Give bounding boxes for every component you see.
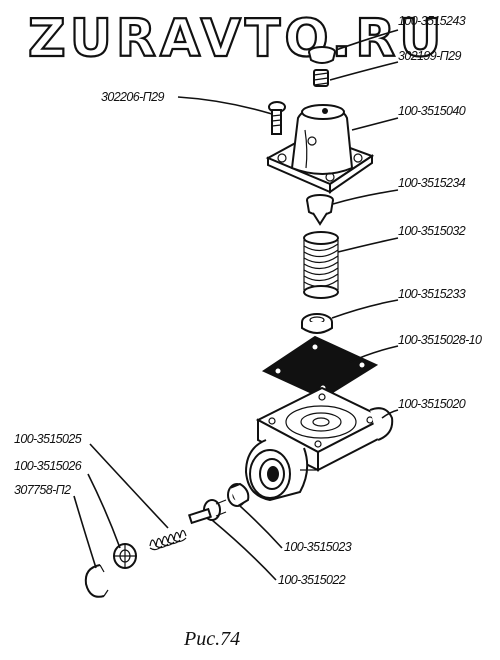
part-small-spring: [149, 529, 187, 551]
label-large-spring: 100-3515032: [398, 224, 466, 238]
watermark: ZURAVTO.RU: [28, 9, 445, 69]
part-body: [244, 386, 394, 502]
part-plunger: [187, 499, 227, 525]
part-upper-cover: [265, 104, 375, 194]
part-diaphragm: [261, 335, 379, 400]
label-small-spring: 100-3515025: [14, 432, 82, 446]
label-nut: 100-3515023: [284, 540, 352, 554]
part-set-screw: [313, 69, 329, 87]
label-circlip: 307758-П2: [14, 483, 71, 497]
part-valve: [306, 194, 334, 226]
part-large-spring: [303, 231, 339, 299]
label-body: 100-3515020: [398, 397, 466, 411]
callout-labels: 100-3515243 302199-П29 302206-П29 100-35…: [14, 14, 483, 587]
label-plunger: 100-3515022: [278, 573, 346, 587]
part-nut: [227, 482, 250, 507]
leader-lines: [73, 29, 399, 581]
label-cap: 100-3515243: [398, 14, 466, 28]
part-cup: [113, 543, 137, 569]
part-circlip: [84, 564, 109, 598]
part-cap: [308, 46, 336, 64]
label-washer: 100-3515233: [398, 287, 466, 301]
label-set-screw: 302199-П29: [398, 49, 461, 63]
label-bolt: 302206-П29: [101, 90, 164, 104]
label-upper-cover: 100-3515040: [398, 104, 466, 118]
figure-caption: Рис.74: [183, 628, 240, 650]
part-bolt: [268, 101, 286, 135]
label-diaphragm: 100-3515028-10: [398, 333, 482, 347]
label-valve: 100-3515234: [398, 176, 466, 190]
part-washer: [301, 313, 333, 334]
label-cup: 100-3515026: [14, 459, 82, 473]
